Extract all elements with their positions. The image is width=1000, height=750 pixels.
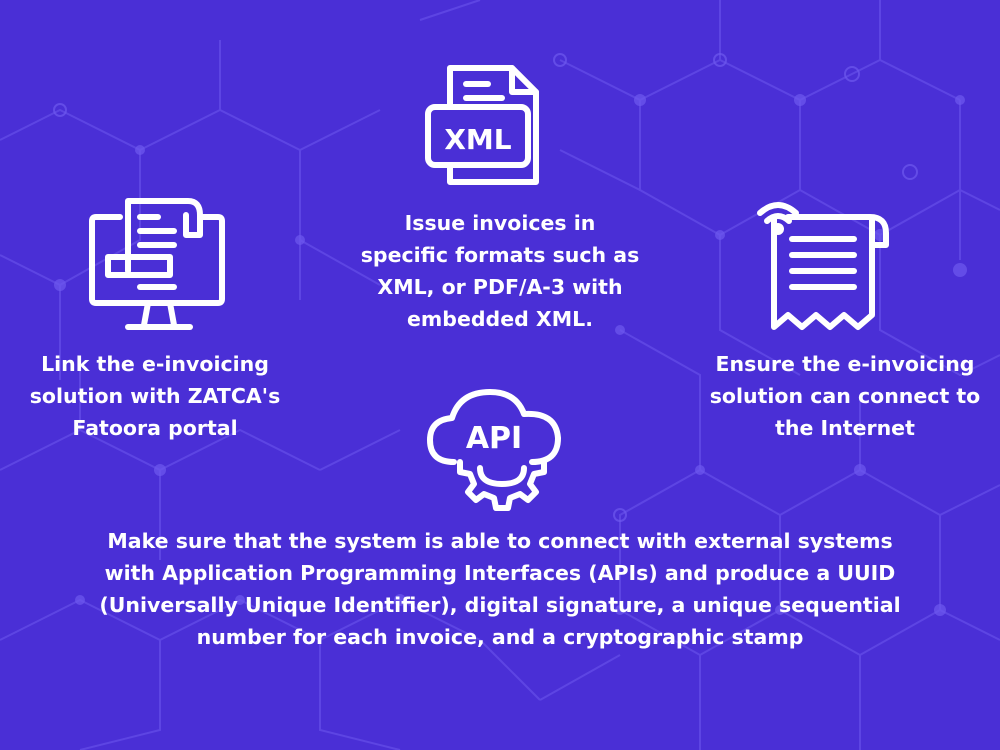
xml-icon-label: XML — [444, 123, 511, 156]
api-integration-caption: Make sure that the system is able to con… — [99, 529, 901, 649]
internet-connection-caption: Ensure the e-invoicing solution can conn… — [709, 352, 981, 440]
monitor-invoice-icon — [89, 198, 225, 330]
zatca-link-caption: Link the e-invoicing solution with ZATCA… — [29, 352, 281, 440]
xml-format-caption: Issue invoices in specific formats such … — [360, 211, 640, 331]
xml-document-icon: XML — [425, 65, 539, 185]
wifi-receipt-icon — [757, 202, 889, 330]
api-cloud-gear-icon: API — [427, 389, 561, 511]
api-icon-label: API — [466, 421, 522, 456]
